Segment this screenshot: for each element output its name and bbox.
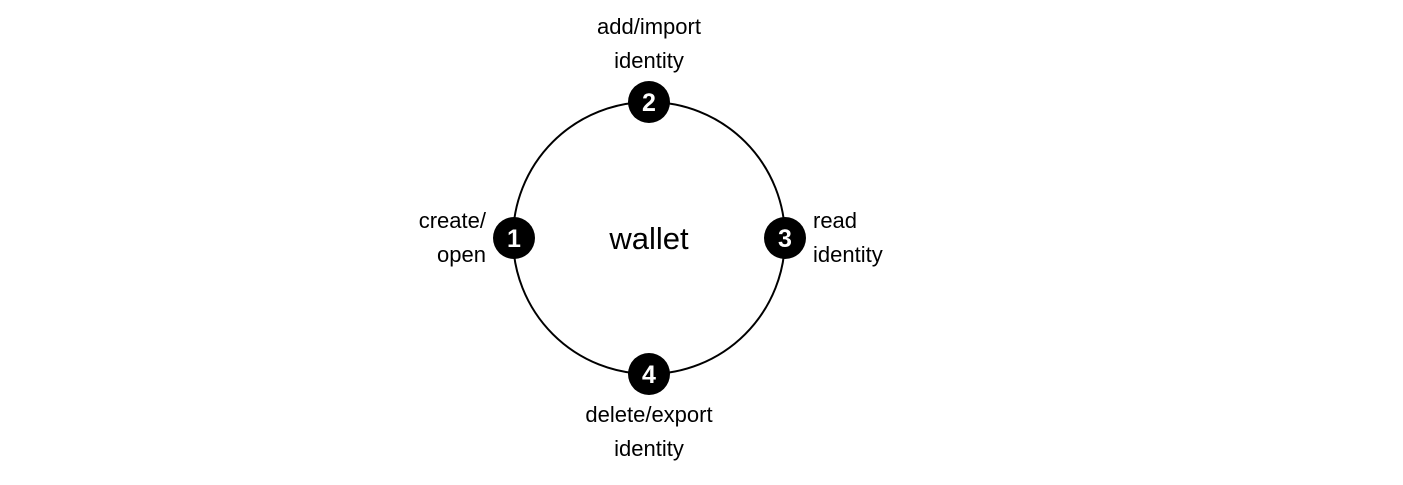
step-3: 3 read identity <box>764 208 883 267</box>
step-3-number: 3 <box>778 225 792 253</box>
step-4-badge <box>628 353 670 395</box>
step-4: 4 delete/export identity <box>585 353 713 461</box>
step-1-badge <box>493 217 535 259</box>
step-3-badge <box>764 217 806 259</box>
step-4-label-line-1: delete/export <box>585 402 712 427</box>
step-4-number: 4 <box>642 361 656 389</box>
step-3-label-line-2: identity <box>813 242 883 267</box>
step-2: 2 add/import identity <box>597 14 701 123</box>
step-1-number: 1 <box>507 225 521 253</box>
wallet-center-label: wallet <box>608 221 689 256</box>
step-2-number: 2 <box>642 89 656 117</box>
step-1-label-line-1: create/ <box>419 208 487 233</box>
step-1-label-line-2: open <box>437 242 486 267</box>
step-2-badge <box>628 81 670 123</box>
step-1: 1 create/ open <box>419 208 535 267</box>
step-3-label-line-1: read <box>813 208 857 233</box>
step-2-label-line-1: add/import <box>597 14 701 39</box>
step-4-label-line-2: identity <box>614 436 684 461</box>
step-2-label-line-2: identity <box>614 48 684 73</box>
